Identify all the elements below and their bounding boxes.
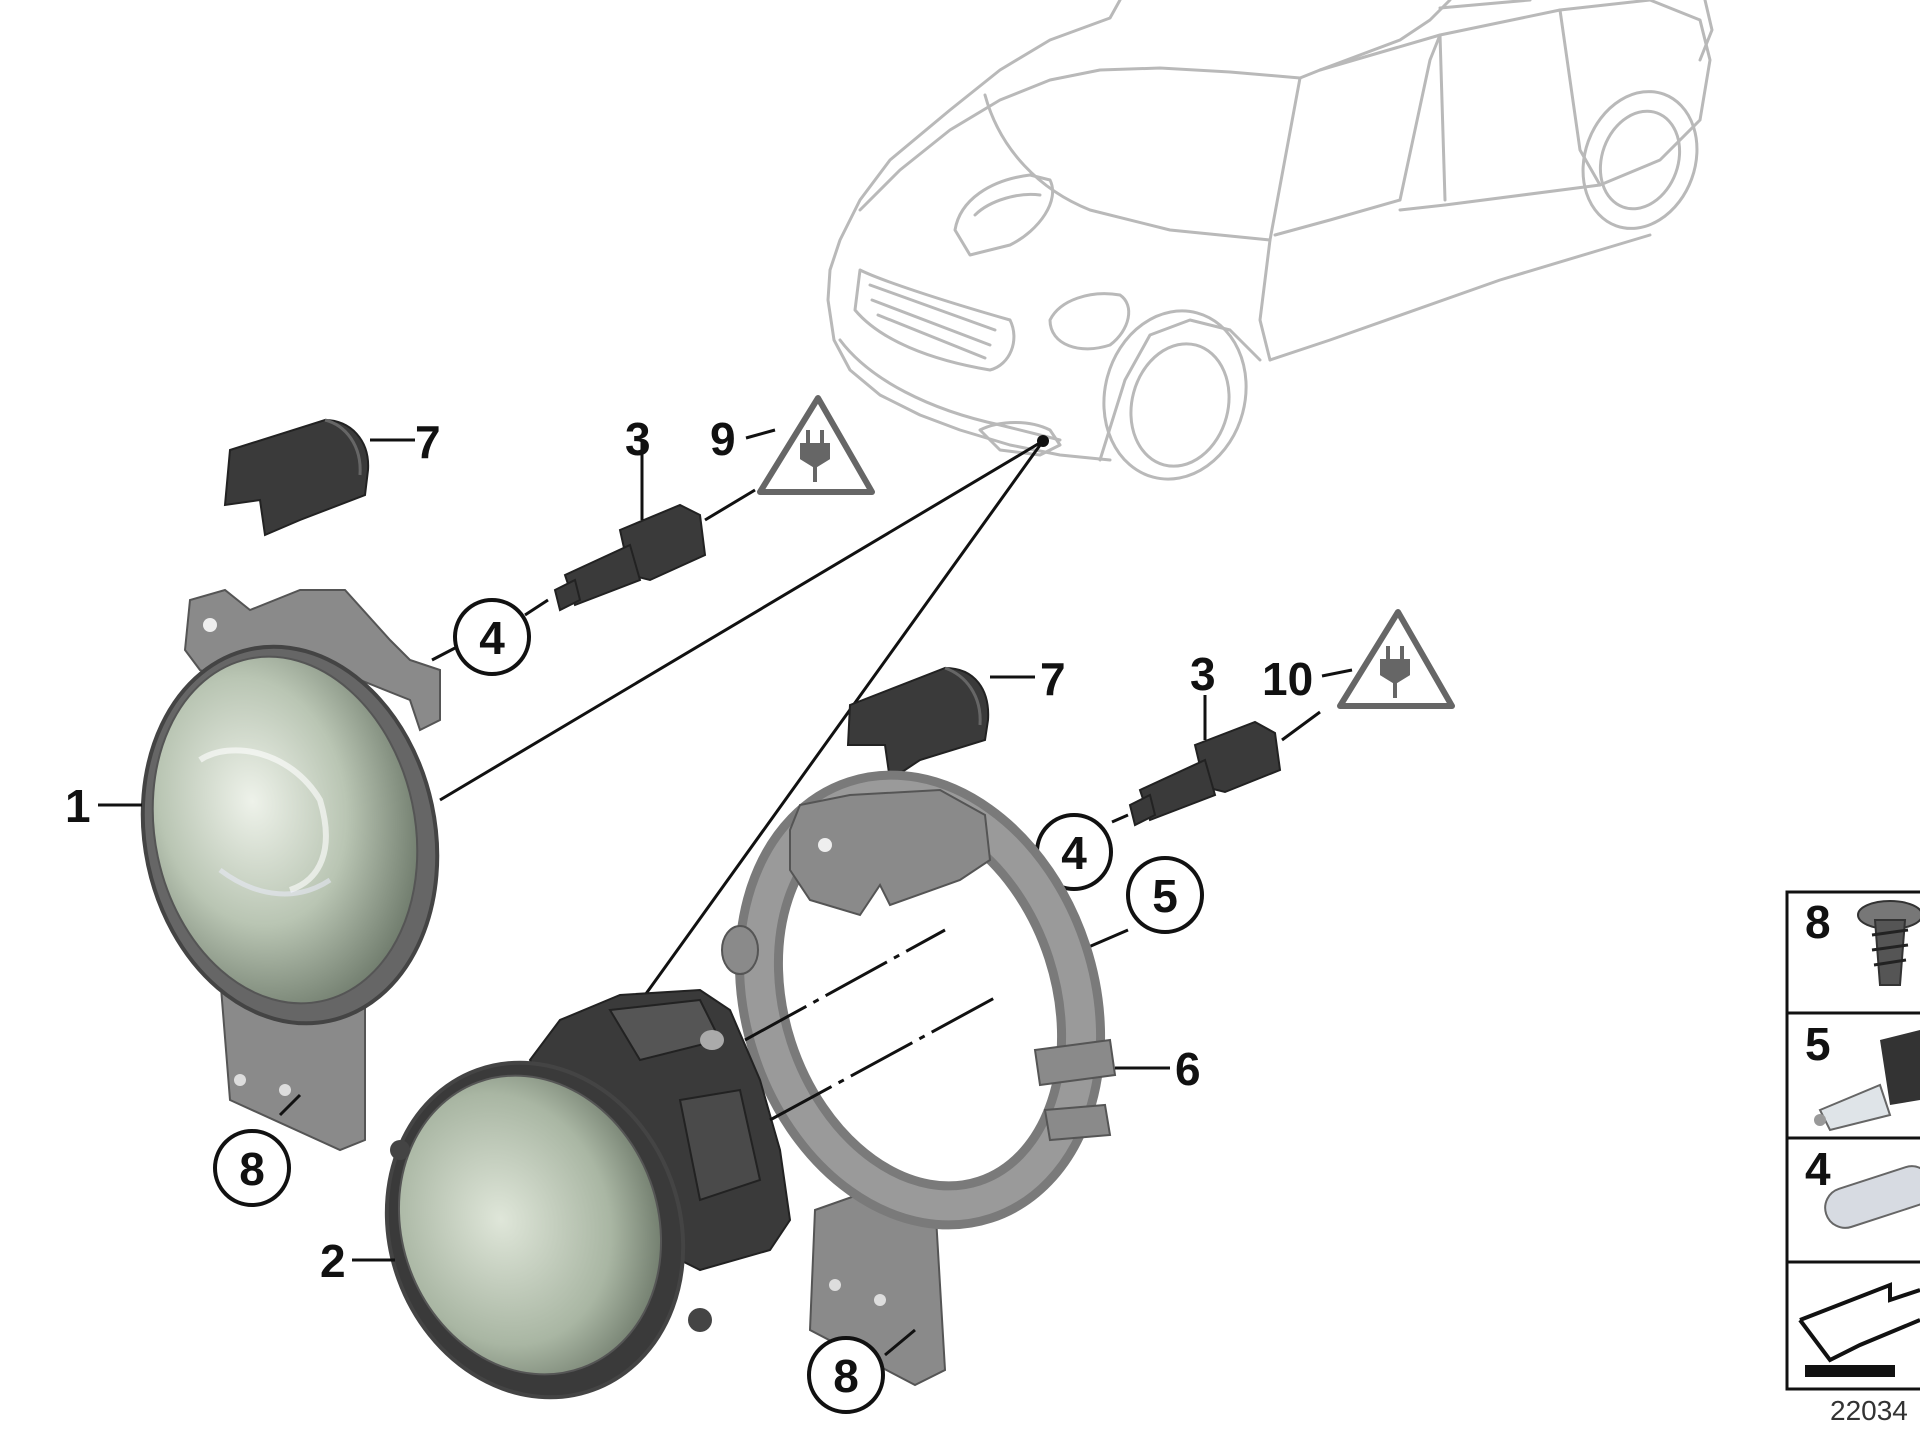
part-1-fog-lamp-left xyxy=(140,588,441,1152)
callout-5: 5 xyxy=(1152,870,1178,922)
callout-8-left: 8 xyxy=(239,1143,265,1195)
leader-line-lamp-1 xyxy=(439,439,1044,802)
leader-4b xyxy=(1111,813,1129,824)
leader-line-lamp-2 xyxy=(618,440,1045,1031)
leader-9 xyxy=(704,488,756,522)
callout-4-lower: 4 xyxy=(1061,827,1087,879)
callout-5-badge: 5 xyxy=(1126,856,1204,934)
callout-2: 2 xyxy=(320,1235,346,1287)
part-3-bulb-socket-lower xyxy=(1128,720,1282,827)
diagram-code: 22034 xyxy=(1830,1395,1908,1426)
leader-8a xyxy=(278,1093,302,1117)
legend-item-5: 5 xyxy=(1805,1018,1831,1070)
callout-10: 10 xyxy=(1262,653,1313,705)
leader-8b xyxy=(884,1328,916,1357)
callout-8-center-badge: 8 xyxy=(807,1336,885,1414)
vehicle-position-arrow-icon xyxy=(1798,1282,1920,1377)
leader-10 xyxy=(1281,710,1321,742)
car-outline-icon xyxy=(826,0,1714,481)
callout-1: 1 xyxy=(65,780,91,832)
parts-legend: 8 5 4 xyxy=(1785,890,1920,1391)
leader-4a xyxy=(524,598,549,617)
plug-warning-triangle-icon-10 xyxy=(1337,609,1455,709)
alignment-line-upper xyxy=(744,928,946,1042)
callout-9: 9 xyxy=(710,413,736,465)
part-3-bulb-socket-upper xyxy=(553,503,707,612)
callout-4-upper: 4 xyxy=(479,612,505,664)
screw-icon xyxy=(1857,900,1920,986)
alignment-line-lower xyxy=(769,993,1001,1122)
part-6-mounting-ring xyxy=(721,770,1117,1387)
bulb-capsule-icon xyxy=(1824,1165,1920,1229)
callout-3-lower: 3 xyxy=(1190,648,1216,700)
bulb-h-type-icon xyxy=(1814,1030,1920,1132)
leader-10-triangle xyxy=(1321,668,1353,678)
callout-7-upper: 7 xyxy=(415,416,441,468)
callout-8-center: 8 xyxy=(833,1350,859,1402)
callout-4-upper-badge: 4 xyxy=(453,598,531,676)
leader-9-triangle xyxy=(745,428,776,440)
part-7-cap-upper xyxy=(223,418,370,537)
callout-3-upper: 3 xyxy=(625,413,651,465)
leader-4a-lamp xyxy=(431,646,456,662)
callout-7-lower: 7 xyxy=(1040,653,1066,705)
callout-8-left-badge: 8 xyxy=(213,1129,291,1207)
legend-item-4: 4 xyxy=(1805,1143,1831,1195)
callout-6: 6 xyxy=(1175,1043,1201,1095)
plug-warning-triangle-icon-9 xyxy=(757,395,875,495)
part-2-fog-lamp-right xyxy=(384,988,792,1400)
legend-item-8: 8 xyxy=(1805,896,1831,948)
